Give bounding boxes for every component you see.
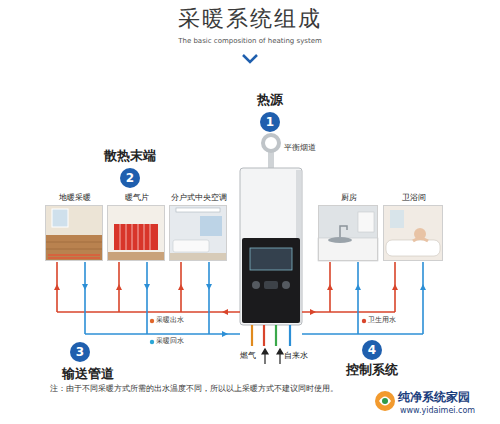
- supply-name: 燃气: [240, 351, 256, 361]
- note: 注：由于不同采暖方式所需的出水温度不同，所以以上采暖方式不建议同时使用。: [50, 384, 338, 393]
- picture-panel: 分户式中央空调: [169, 205, 227, 261]
- callout-number: 1: [266, 116, 274, 128]
- domestic-water-pipes: [302, 262, 423, 334]
- panel-heading: 卫浴间: [364, 193, 464, 203]
- panel-heading: 地暖采暖: [26, 193, 124, 203]
- picture-panel: 暖气片: [107, 205, 165, 261]
- callout-circle: 3: [70, 342, 90, 362]
- callout-circle: 4: [362, 340, 382, 360]
- air-conditioning-picture: [169, 205, 227, 261]
- supply-arrows: [262, 349, 283, 364]
- flow-arrows: [310, 284, 426, 315]
- heating-pipes: [57, 262, 240, 334]
- panel-heading: 厨房: [299, 193, 399, 203]
- callout-number: 4: [368, 344, 376, 356]
- watermark: 纯净系统家园: [398, 390, 470, 404]
- callout-circle: 1: [260, 112, 280, 132]
- section-heading: 热源: [257, 92, 283, 108]
- pipe-name: 采暖回水: [156, 337, 184, 345]
- boiler-connections: [252, 325, 290, 346]
- section-heading: 散热末端: [104, 148, 156, 164]
- kitchen-picture: [318, 205, 378, 261]
- radiator-picture: [107, 205, 165, 261]
- callout-number: 3: [76, 346, 84, 358]
- boiler-picture: [240, 135, 302, 325]
- section-heading: 输送管道: [62, 366, 114, 382]
- picture-panel: 地暖采暖: [45, 205, 103, 261]
- pipe-name: 采暖出水: [156, 316, 184, 324]
- supply-name: 自来水: [284, 351, 308, 361]
- subtitle: The basic composition of heating system: [178, 37, 322, 45]
- chevron: [243, 55, 257, 62]
- title: 采暖系统组成: [0, 6, 500, 32]
- floor-heating-picture: [45, 205, 103, 261]
- picture-panel: 卫浴间: [383, 205, 443, 261]
- picture-panel: 厨房: [318, 205, 378, 261]
- callout-number: 2: [126, 172, 134, 184]
- watermark: www.yidaimei.com: [400, 406, 475, 416]
- section-heading: 控制系统: [346, 362, 398, 378]
- callout-circle: 2: [120, 168, 140, 188]
- watermark-logo: [375, 391, 395, 411]
- pipe-name: 卫生用水: [368, 316, 396, 324]
- flow-arrows: [54, 284, 228, 337]
- panel-heading: 分户式中央空调: [150, 193, 248, 203]
- bathroom-picture: [383, 205, 443, 261]
- part-name: 平衡烟道: [284, 143, 316, 153]
